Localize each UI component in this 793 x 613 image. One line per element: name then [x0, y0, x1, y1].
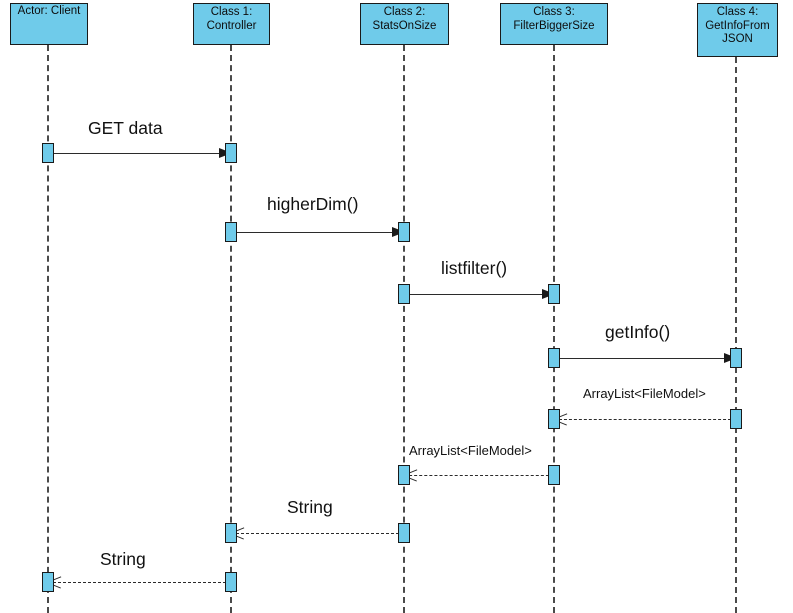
activation-bar-class3[interactable]	[548, 465, 560, 485]
activation-bar-class3[interactable]	[548, 409, 560, 429]
participant-label-line: Class 4:	[716, 6, 759, 18]
participant-label-line: StatsOnSize	[372, 19, 437, 32]
participant-label-line: Controller	[206, 19, 257, 32]
participant-box-class2[interactable]: Class 2:StatsOnSize	[360, 3, 449, 45]
lifeline-class4	[735, 57, 737, 613]
lifeline-class3	[553, 45, 555, 613]
activation-bar-class4[interactable]	[730, 409, 742, 429]
activation-bar-class4[interactable]	[730, 348, 742, 368]
participant-box-class1[interactable]: Class 1:Controller	[193, 3, 270, 45]
message-label-m1: GET data	[88, 118, 163, 138]
message-label-m5: ArrayList<FileModel>	[583, 386, 706, 401]
activation-bar-class1[interactable]	[225, 523, 237, 543]
message-line	[404, 475, 554, 476]
participant-label-line: Class 3:	[533, 6, 575, 18]
activation-bar-class2[interactable]	[398, 222, 410, 242]
message-label-m3: listfilter()	[441, 258, 508, 278]
activation-bar-actor[interactable]	[42, 143, 54, 163]
lifeline-class1	[230, 45, 232, 613]
participant-label-line: Class 2:	[383, 6, 426, 18]
activation-bar-class3[interactable]	[548, 284, 560, 304]
activation-bar-class2[interactable]	[398, 284, 410, 304]
participant-box-class3[interactable]: Class 3:FilterBiggerSize	[500, 3, 608, 45]
message-line	[231, 232, 404, 233]
activation-bar-class2[interactable]	[398, 523, 410, 543]
message-label-m2: higherDim()	[267, 194, 359, 214]
message-label-m6: ArrayList<FileModel>	[409, 443, 532, 458]
lifeline-actor	[47, 45, 49, 613]
activation-bar-actor[interactable]	[42, 572, 54, 592]
message-line	[404, 294, 554, 295]
activation-bar-class1[interactable]	[225, 222, 237, 242]
message-label-m4: getInfo()	[605, 322, 671, 342]
lifeline-class2	[403, 45, 405, 613]
activation-bar-class3[interactable]	[548, 348, 560, 368]
participant-label-line: GetInfoFrom	[705, 19, 770, 32]
participant-box-actor[interactable]: Actor: Client	[10, 3, 88, 45]
activation-bar-class2[interactable]	[398, 465, 410, 485]
message-line	[231, 533, 404, 534]
activation-bar-class1[interactable]	[225, 143, 237, 163]
participant-label-line: Class 1:	[210, 6, 253, 18]
message-label-m8: String	[100, 549, 146, 569]
participant-label-line: Actor: Client	[17, 5, 81, 17]
message-line	[48, 153, 231, 154]
message-line	[554, 358, 736, 359]
message-line	[554, 419, 736, 420]
participant-label-line: JSON	[722, 33, 753, 45]
message-label-m7: String	[287, 497, 333, 517]
participant-label-line: FilterBiggerSize	[513, 19, 595, 32]
activation-bar-class1[interactable]	[225, 572, 237, 592]
message-line	[48, 582, 231, 583]
